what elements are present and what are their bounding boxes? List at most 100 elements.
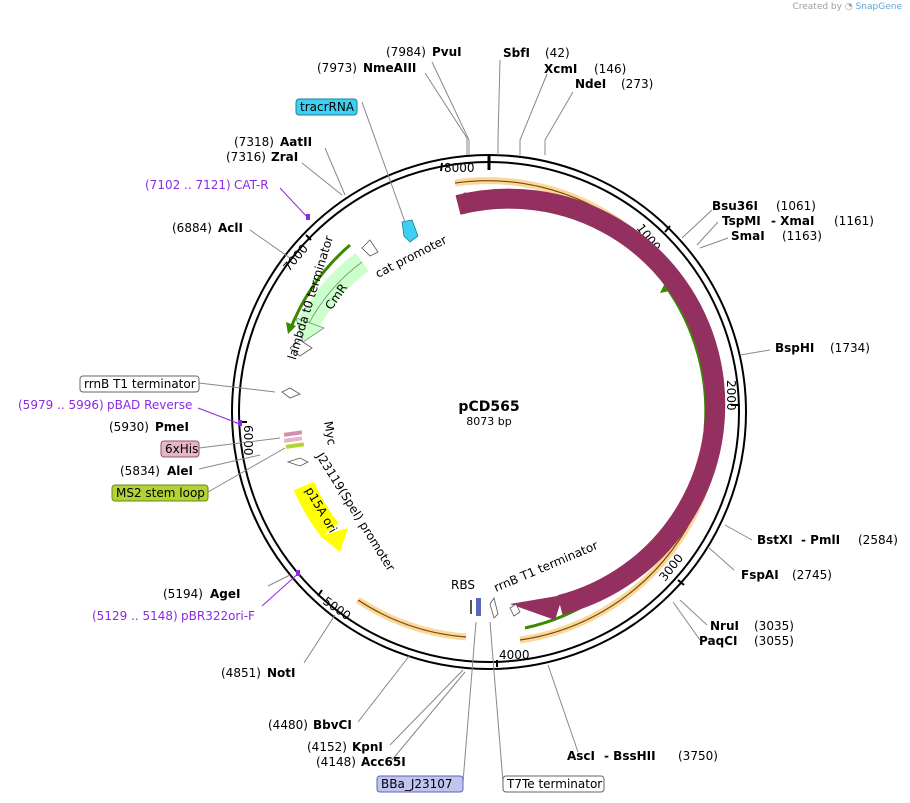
enzyme-pos-alei: (5834) <box>120 464 160 478</box>
rrnb-t1-label: rrnB T1 terminator <box>84 377 196 391</box>
enzyme-pos-bstxi: (2584) <box>858 533 898 547</box>
rrnb-t1-box[interactable] <box>79 375 200 393</box>
primer-leader-lines <box>197 187 309 607</box>
enzyme-name-xcmi: XcmI <box>544 62 577 76</box>
primer-range-cat-r: (7102 .. 7121) <box>145 178 231 192</box>
enzyme-pos-aatii: (7318) <box>234 135 274 149</box>
enzyme-pos-nmeaiii: (7973) <box>317 61 357 75</box>
enzyme-name-acli: AclI <box>218 221 243 235</box>
tick-label-2000: 2000 <box>724 380 738 411</box>
enzyme-pos-pvui: (7984) <box>386 45 426 59</box>
small-feature-arrows <box>281 239 521 619</box>
enzyme-pos-smai: (1163) <box>782 229 822 243</box>
enzyme-name-pvui: PvuI <box>432 45 462 59</box>
enzyme-name-nmeaiii: NmeAIII <box>363 61 416 75</box>
enzyme-pos-bsu36i: (1061) <box>776 199 816 213</box>
tick-label-4000: 4000 <box>499 648 530 662</box>
enzyme-name-paqci: PaqCI <box>699 634 737 648</box>
enzyme-pos-agei: (5194) <box>163 587 203 601</box>
credit-created-by: Created by <box>792 2 842 12</box>
enzyme-leader-lines <box>198 59 771 783</box>
enzyme-name-sbfi: SbfI <box>503 46 530 60</box>
p15a-arrow[interactable] <box>293 481 339 537</box>
enzyme-name-pmli: - PmlI <box>801 533 840 547</box>
enzyme-name-aatii: AatII <box>280 135 312 149</box>
enzyme-pos-paqci: (3055) <box>754 634 794 648</box>
primer-range-pbr322: (5129 .. 5148) <box>92 609 178 623</box>
primer-name-cat-r: CAT-R <box>234 178 269 192</box>
snapgene-credit: Created by ◔ SnapGene <box>792 2 902 12</box>
enzyme-pos-bsphi: (1734) <box>830 341 870 355</box>
rbs-mark <box>470 600 472 614</box>
bba-j23107-label: BBa_J23107 <box>381 777 453 791</box>
enzyme-pos-bbvci: (4480) <box>268 718 308 732</box>
enzyme-name-nrui: NruI <box>710 619 739 633</box>
enzyme-pos-pmei: (5930) <box>109 420 149 434</box>
cmr-arrowhead <box>295 317 325 343</box>
enzyme-pos-tspmi: (1161) <box>834 214 874 228</box>
primer-marks <box>238 214 310 576</box>
ms2-mark <box>285 442 305 449</box>
orf-band-bottom <box>356 597 467 641</box>
enzyme-name-bsshii: - BssHII <box>604 749 656 763</box>
enzyme-name-kpni: KpnI <box>352 740 383 754</box>
ms2-stem-loop-box[interactable] <box>111 484 209 502</box>
orf-band-bottom-line <box>357 599 467 638</box>
enzyme-pos-ndei: (273) <box>621 77 653 91</box>
enzyme-name-pmei: PmeI <box>155 420 189 434</box>
plasmid-length: 8073 bp <box>466 415 511 428</box>
bba-j23107-box[interactable] <box>376 775 464 793</box>
tracrrna-box[interactable] <box>295 98 358 116</box>
enzyme-name-tspmi: TspMI <box>722 214 761 228</box>
enzyme-pos-xcmi: (146) <box>594 62 626 76</box>
enzyme-pos-nrui: (3035) <box>754 619 794 633</box>
scale-ticks <box>240 162 738 667</box>
his-tag-mark <box>283 430 303 437</box>
tracrrna-label: tracrRNA <box>300 100 355 114</box>
enzyme-name-bsu36i: Bsu36I <box>712 199 758 213</box>
tick-label-6000: 6000 <box>241 425 255 456</box>
enzyme-name-asci: AscI <box>567 749 595 763</box>
t7te-terminator-label: T7Te terminator <box>506 777 602 791</box>
tick-label-7000: 7000 <box>281 242 311 274</box>
enzyme-name-agei: AgeI <box>210 587 240 601</box>
tick-label-8000: 8000 <box>444 161 475 175</box>
enzyme-name-bbvci: BbvCI <box>313 718 352 732</box>
credit-brand: SnapGene <box>855 2 902 12</box>
enzyme-pos-sbfi: (42) <box>545 46 570 60</box>
enzyme-name-zrai: ZraI <box>271 150 298 164</box>
enzyme-pos-acli: (6884) <box>172 221 212 235</box>
enzyme-pos-kpni: (4152) <box>307 740 347 754</box>
ms2-stem-loop-label: MS2 stem loop <box>116 486 205 500</box>
dxcas9-arrowhead <box>510 595 563 620</box>
enzyme-name-acc65i: Acc65I <box>361 755 406 769</box>
enzyme-name-smai: SmaI <box>731 229 765 243</box>
myc-tag-mark <box>283 436 303 443</box>
enzyme-name-alei: AleI <box>167 464 193 478</box>
enzyme-name-bstxi: BstXI <box>757 533 793 547</box>
primer-range-pbad: (5979 .. 5996) <box>18 398 104 412</box>
myc-label: Myc <box>321 420 339 446</box>
dxcas9-arrow[interactable] <box>455 188 726 615</box>
enzyme-name-noti: NotI <box>267 666 296 680</box>
tracrrna-arrow[interactable] <box>401 219 419 243</box>
t7te-terminator-box[interactable] <box>502 775 605 793</box>
enzyme-pos-fspai: (2745) <box>792 568 832 582</box>
bba-j23107-mark <box>476 598 481 616</box>
6xhis-label: 6xHis <box>165 442 198 456</box>
enzyme-pos-zrai: (7316) <box>226 150 266 164</box>
p15a-arrowhead <box>320 528 348 552</box>
enzyme-name-ndei: NdeI <box>575 77 606 91</box>
plasmid-name: pCD565 <box>458 399 519 415</box>
snapgene-logo-icon: ◔ <box>844 2 853 12</box>
enzyme-name-fspai: FspAI <box>741 568 779 582</box>
primer-name-pbr322: pBR322ori-F <box>181 609 255 623</box>
enzyme-pos-acc65i: (4148) <box>316 755 356 769</box>
dxcas9-label: dxCas9(3.7) <box>645 358 664 433</box>
enzyme-name-xmai: - XmaI <box>771 214 815 228</box>
enzyme-pos-asci: (3750) <box>678 749 718 763</box>
6xhis-box[interactable] <box>160 440 200 458</box>
rbs-label: RBS <box>451 578 475 592</box>
rrnb-inner-label: rrnB T1 terminator <box>492 538 600 595</box>
